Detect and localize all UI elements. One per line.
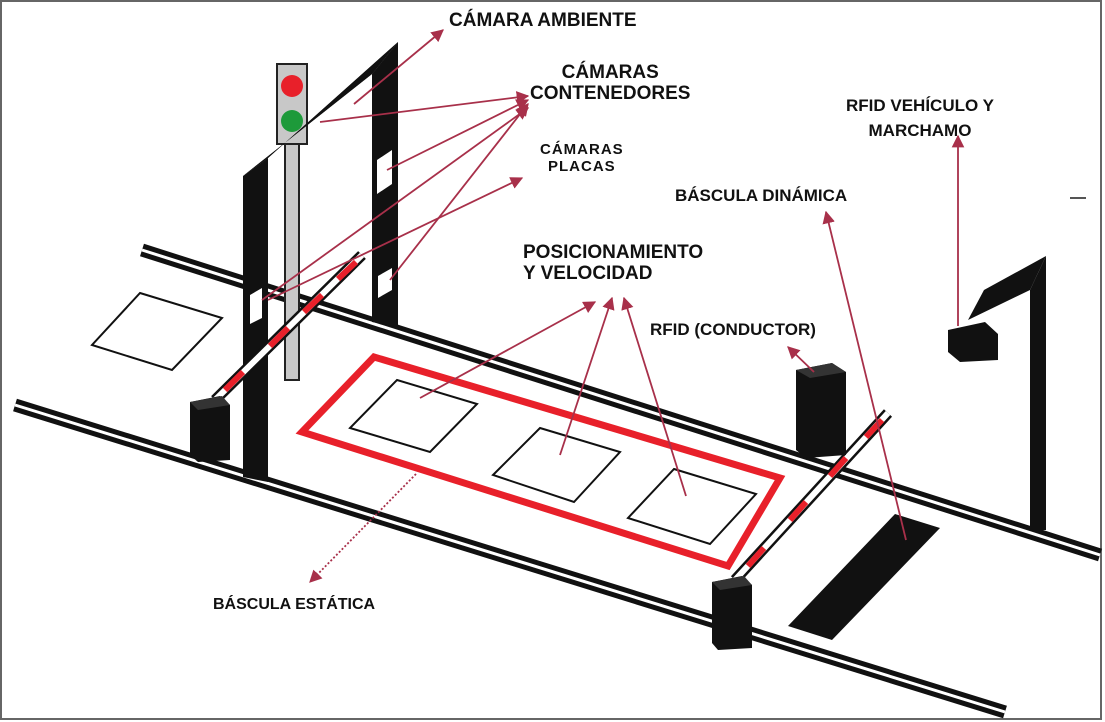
label-bascula-dinamica: BÁSCULA DINÁMICA [675, 186, 847, 205]
rfid-conductor-post [796, 363, 846, 458]
rfid-gantry-arm [968, 256, 1046, 320]
plate-camera [378, 268, 392, 298]
container-camera-1 [310, 110, 338, 154]
positioning-plate-3 [626, 467, 758, 546]
container-camera-2 [377, 150, 392, 194]
road-rails [13, 243, 1102, 719]
plate-camera-left [250, 288, 262, 324]
label-camaras-contenedores: CÁMARAS CONTENEDORES [530, 62, 690, 105]
label-camaras-placas-line2: PLACAS [548, 157, 616, 175]
label-posicionamiento: POSICIONAMIENTO Y VELOCIDAD [523, 242, 703, 285]
rfid-vehicle-gantry [948, 256, 1046, 530]
label-camaras-placas-line1: CÁMARAS [540, 141, 624, 158]
label-rfid-vehiculo-line2: MARCHAMO [868, 121, 972, 141]
dynamic-scale-pad [788, 514, 940, 640]
ambient-camera [346, 86, 362, 116]
label-rfid-conductor-text: RFID (CONDUCTOR) [650, 320, 816, 339]
rfid-gantry-pole [1030, 256, 1046, 530]
red-light [281, 75, 303, 97]
pointer-rfid-conductor [787, 346, 815, 373]
positioning-plate-2 [491, 426, 622, 504]
pointer-containers-1 [319, 91, 530, 123]
pointer-lines [261, 29, 965, 583]
label-camaras-placas: CÁMARAS PLACAS [540, 141, 624, 176]
label-bascula-dinamica-text: BÁSCULA DINÁMICA [675, 186, 848, 205]
label-rfid-conductor: RFID (CONDUCTOR) [650, 320, 816, 339]
label-camaras-contenedores-line1: CÁMARAS [561, 62, 659, 83]
pointer-containers-4 [261, 107, 530, 301]
pointer-ambient [353, 29, 444, 105]
label-rfid-vehiculo-line1: RFID VEHÍCULO Y [846, 96, 994, 115]
exit-barrier [712, 409, 893, 650]
label-camara-ambiente: CÁMARA AMBIENTE [449, 10, 637, 31]
rfid-vehicle-reader [948, 322, 998, 362]
pointer-position-3 [621, 296, 687, 497]
label-rfid-vehiculo: RFID VEHÍCULO Y MARCHAMO [846, 96, 994, 140]
pointer-position-2 [559, 296, 615, 456]
label-posicionamiento-line2: Y VELOCIDAD [523, 263, 653, 285]
pointer-dynamic-scale [822, 210, 907, 541]
label-camaras-contenedores-line2: CONTENEDORES [530, 83, 691, 105]
label-bascula-estatica: BÁSCULA ESTÁTICA [213, 596, 375, 614]
pointer-containers-3 [389, 103, 529, 281]
traffic-light-pole [284, 129, 300, 381]
pointer-static-scale [309, 473, 417, 583]
label-bascula-estatica-text: BÁSCULA ESTÁTICA [213, 596, 376, 613]
entry-sensor-plate [90, 291, 224, 372]
pointer-containers-2 [386, 99, 530, 171]
static-scale-zone [295, 353, 786, 571]
label-camara-ambiente-text: CÁMARA AMBIENTE [449, 10, 637, 31]
pointer-position-1 [419, 301, 597, 399]
entry-barrier-post [190, 396, 230, 462]
exit-barrier-post [712, 576, 752, 650]
entry-barrier [190, 251, 366, 462]
positioning-plate-1 [348, 378, 479, 454]
pointer-plates [267, 177, 524, 301]
green-light [281, 110, 303, 132]
label-posicionamiento-line1: POSICIONAMIENTO [523, 242, 704, 263]
